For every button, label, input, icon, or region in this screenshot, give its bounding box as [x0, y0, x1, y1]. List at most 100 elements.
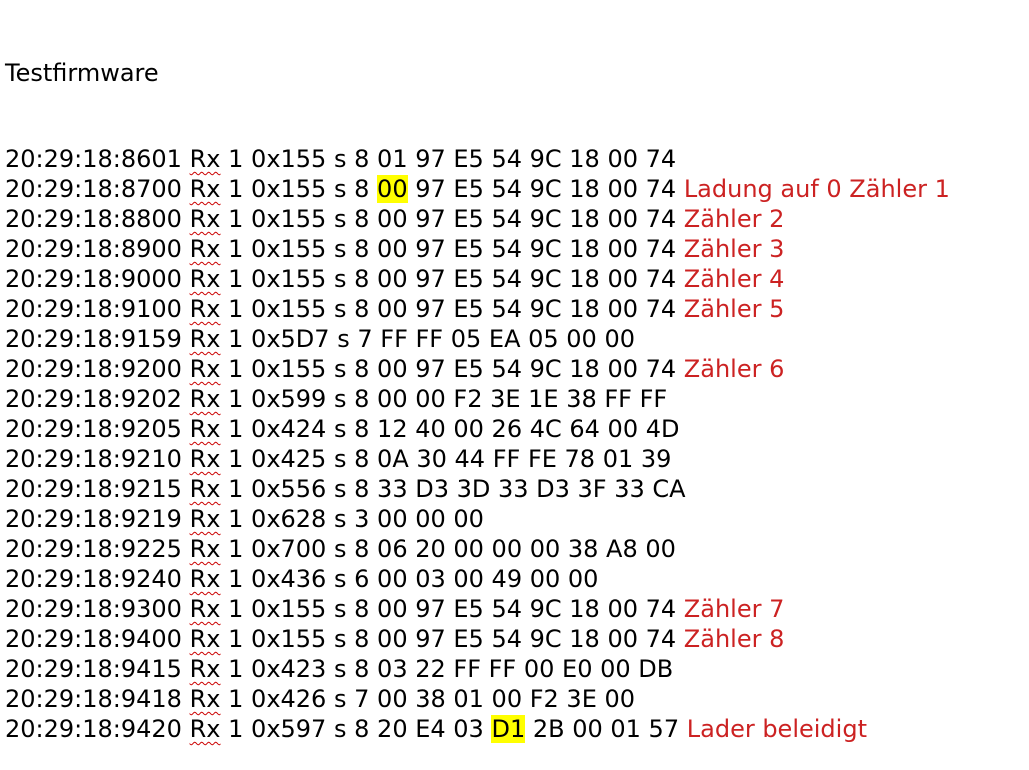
frame-type: s [333, 505, 347, 533]
log-line: 20:29:18:9225 Rx 1 0x700 s 8 06 20 00 00… [5, 532, 950, 563]
data-bytes-before: 20 E4 03 [377, 715, 484, 743]
direction-label: Rx [189, 265, 221, 293]
timestamp: 20:29:18:9400 [5, 625, 182, 653]
channel: 1 [228, 205, 244, 233]
can-id: 0x423 [251, 655, 327, 683]
annotation: Zähler 4 [683, 265, 785, 293]
data-bytes: 12 40 00 26 4C 64 00 4D [377, 415, 680, 443]
highlighted-byte: D1 [491, 715, 526, 743]
direction-label: Rx [189, 235, 221, 263]
data-bytes: 03 22 FF FF 00 E0 00 DB [377, 655, 674, 683]
channel: 1 [228, 715, 244, 743]
timestamp: 20:29:18:9202 [5, 385, 182, 413]
annotation: Zähler 8 [683, 625, 785, 653]
frame-type: s [333, 655, 347, 683]
channel: 1 [228, 355, 244, 383]
frame-type: s [333, 415, 347, 443]
can-log: 20:29:18:8601 Rx 1 0x155 s 8 01 97 E5 54… [5, 142, 950, 743]
can-id: 0x424 [251, 415, 327, 443]
annotation: Lader beleidigt [686, 715, 867, 743]
channel: 1 [228, 565, 244, 593]
channel: 1 [228, 655, 244, 683]
dlc: 8 [354, 235, 370, 263]
frame-type: s [333, 475, 347, 503]
log-line: 20:29:18:9400 Rx 1 0x155 s 8 00 97 E5 54… [5, 622, 950, 653]
frame-type: s [333, 205, 347, 233]
timestamp: 20:29:18:9420 [5, 715, 182, 743]
frame-type: s [333, 535, 347, 563]
document: Testfirmware 20:29:18:8601 Rx 1 0x155 s … [5, 0, 950, 770]
log-line: 20:29:18:9420 Rx 1 0x597 s 8 20 E4 03 D1… [5, 712, 950, 743]
can-id: 0x155 [251, 595, 327, 623]
highlighted-byte: 00 [377, 175, 408, 203]
timestamp: 20:29:18:9219 [5, 505, 182, 533]
log-line: 20:29:18:9000 Rx 1 0x155 s 8 00 97 E5 54… [5, 262, 950, 293]
annotation: Ladung auf 0 Zähler 1 [683, 175, 950, 203]
channel: 1 [228, 415, 244, 443]
can-id: 0x155 [251, 355, 327, 383]
log-line: 20:29:18:8700 Rx 1 0x155 s 8 00 97 E5 54… [5, 172, 950, 203]
dlc: 8 [354, 415, 370, 443]
direction-label: Rx [189, 295, 221, 323]
log-line: 20:29:18:9240 Rx 1 0x436 s 6 00 03 00 49… [5, 562, 950, 593]
frame-type: s [333, 445, 347, 473]
data-bytes: 06 20 00 00 00 38 A8 00 [377, 535, 676, 563]
timestamp: 20:29:18:9100 [5, 295, 182, 323]
direction-label: Rx [189, 685, 221, 713]
can-id: 0x426 [251, 685, 327, 713]
data-bytes: 97 E5 54 9C 18 00 74 [415, 175, 677, 203]
dlc: 8 [354, 655, 370, 683]
timestamp: 20:29:18:8601 [5, 145, 182, 173]
channel: 1 [228, 445, 244, 473]
timestamp: 20:29:18:9418 [5, 685, 182, 713]
data-bytes: 00 97 E5 54 9C 18 00 74 [377, 205, 677, 233]
channel: 1 [228, 175, 244, 203]
direction-label: Rx [189, 535, 221, 563]
dlc: 8 [354, 595, 370, 623]
can-id: 0x155 [251, 145, 327, 173]
annotation: Zähler 5 [683, 295, 785, 323]
frame-type: s [333, 265, 347, 293]
direction-label: Rx [189, 325, 221, 353]
data-bytes: 00 38 01 00 F2 3E 00 [377, 685, 636, 713]
data-bytes: 00 03 00 49 00 00 [377, 565, 599, 593]
timestamp: 20:29:18:9000 [5, 265, 182, 293]
direction-label: Rx [189, 175, 221, 203]
frame-type: s [333, 355, 347, 383]
timestamp: 20:29:18:9415 [5, 655, 182, 683]
can-id: 0x436 [251, 565, 327, 593]
frame-type: s [333, 175, 347, 203]
frame-type: s [333, 295, 347, 323]
data-bytes: FF FF 05 EA 05 00 00 [380, 325, 635, 353]
annotation: Zähler 3 [683, 235, 785, 263]
timestamp: 20:29:18:8800 [5, 205, 182, 233]
direction-label: Rx [189, 205, 221, 233]
annotation: Zähler 7 [683, 595, 785, 623]
data-bytes: 00 97 E5 54 9C 18 00 74 [377, 295, 677, 323]
dlc: 8 [354, 145, 370, 173]
dlc: 8 [354, 445, 370, 473]
timestamp: 20:29:18:9215 [5, 475, 182, 503]
dlc: 8 [354, 535, 370, 563]
data-bytes: 0A 30 44 FF FE 78 01 39 [377, 445, 672, 473]
timestamp: 20:29:18:9300 [5, 595, 182, 623]
log-line: 20:29:18:9415 Rx 1 0x423 s 8 03 22 FF FF… [5, 652, 950, 683]
can-id: 0x597 [251, 715, 327, 743]
direction-label: Rx [189, 595, 221, 623]
channel: 1 [228, 595, 244, 623]
dlc: 8 [354, 715, 370, 743]
can-id: 0x155 [251, 625, 327, 653]
timestamp: 20:29:18:9240 [5, 565, 182, 593]
timestamp: 20:29:18:9205 [5, 415, 182, 443]
direction-label: Rx [189, 355, 221, 383]
frame-type: s [333, 685, 347, 713]
log-line: 20:29:18:8800 Rx 1 0x155 s 8 00 97 E5 54… [5, 202, 950, 233]
data-bytes: 00 97 E5 54 9C 18 00 74 [377, 625, 677, 653]
direction-label: Rx [189, 715, 221, 743]
direction-label: Rx [189, 655, 221, 683]
frame-type: s [333, 625, 347, 653]
can-id: 0x599 [251, 385, 327, 413]
dlc: 8 [354, 385, 370, 413]
data-bytes: 00 97 E5 54 9C 18 00 74 [377, 595, 677, 623]
data-bytes: 2B 00 01 57 [532, 715, 680, 743]
